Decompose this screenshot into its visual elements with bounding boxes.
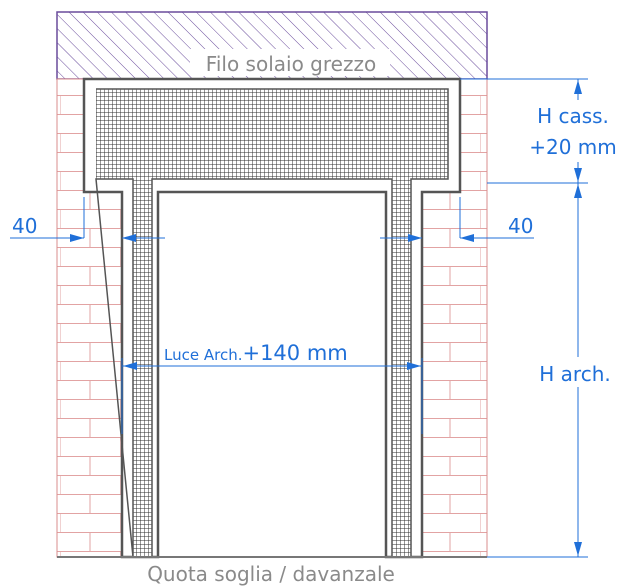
h-arch-label-bg: [522, 357, 626, 387]
shutter-box: [96, 89, 448, 179]
luce-label-bg: [160, 340, 370, 365]
top-label: Filo solaio grezzo: [206, 52, 376, 76]
top-label-bg: [190, 49, 390, 76]
left-guide: [133, 179, 152, 557]
bottom-label: Quota soglia / davanzale: [147, 562, 395, 586]
arrowheads: [70, 80, 582, 556]
luce-label: Luce Arch.+140 mm: [164, 341, 348, 365]
right-offset-label: 40: [508, 214, 533, 238]
h-cass-label-line1: H cass.: [537, 104, 609, 128]
h-cass-label-line2: +20 mm: [529, 135, 617, 159]
h-cass-label-bg: [520, 100, 625, 162]
right-guide: [392, 179, 411, 557]
h-arch-label: H arch.: [539, 362, 610, 386]
left-offset-label: 40: [12, 214, 37, 238]
